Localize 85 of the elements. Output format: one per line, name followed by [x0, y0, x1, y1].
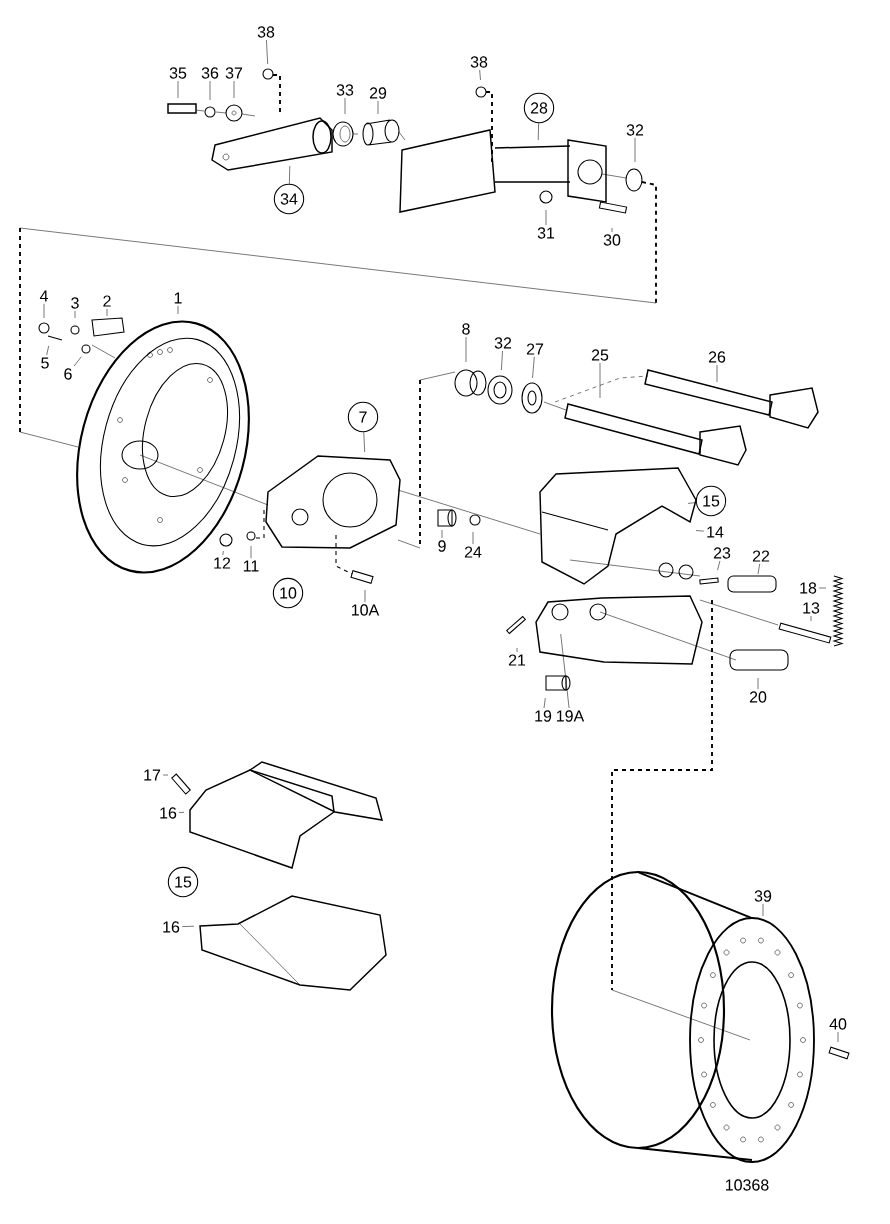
callout-number: 6 [64, 368, 72, 380]
leader-line [177, 80, 179, 99]
callout-number: 33 [336, 84, 354, 96]
leader-line [363, 431, 365, 453]
leader-line [543, 697, 546, 709]
leader-line [537, 122, 539, 141]
callout-number: 22 [752, 550, 770, 562]
callout-number: 4 [39, 290, 48, 302]
leader-line [818, 587, 827, 589]
callout-number: 38 [257, 26, 275, 38]
leader-line [178, 812, 185, 813]
callout-number: 21 [508, 654, 526, 666]
leader-line [599, 362, 601, 399]
leader-line [344, 97, 346, 115]
leader-line [516, 647, 518, 653]
callout-number: 23 [713, 547, 731, 559]
callout-number: 12 [214, 557, 231, 569]
callout-number: 19 [535, 710, 552, 722]
leader-line [73, 356, 82, 367]
callout-number: 11 [243, 560, 259, 572]
callout-number: 36 [201, 67, 219, 79]
callout-number: 2 [103, 295, 111, 307]
callout-number: 32 [626, 124, 644, 136]
leader-line [377, 100, 379, 115]
callout-number: 3 [71, 297, 79, 309]
callout-number: 38 [470, 56, 488, 68]
callout-number: 17 [144, 769, 161, 781]
callout-number: 25 [591, 349, 609, 361]
leader-line [479, 69, 481, 81]
callout-number: 39 [754, 890, 772, 902]
callout-number: 26 [708, 351, 726, 363]
leader-line [837, 1031, 839, 1043]
callout-number: 30 [603, 234, 621, 246]
leader-line [181, 925, 195, 927]
leader-line [106, 308, 108, 317]
leader-line [250, 545, 252, 559]
callout-number: 29 [369, 87, 387, 99]
leader-line [465, 336, 467, 363]
leader-line [289, 165, 291, 185]
callout-number: 27 [526, 343, 544, 355]
callout-number: 14 [707, 526, 724, 538]
leader-line [545, 209, 547, 226]
leader-line [266, 39, 268, 65]
leader-line [74, 310, 76, 319]
callout-number: 9 [438, 540, 446, 552]
leader-line [209, 80, 211, 101]
leader-line [46, 345, 49, 356]
callout-number: 24 [464, 546, 482, 558]
leader-line [233, 80, 235, 99]
callout-number: 32 [494, 337, 512, 349]
callout-number: 16 [160, 807, 177, 819]
leader-line [695, 530, 705, 532]
callout-number: 10A [352, 604, 380, 616]
callout-number: 18 [800, 582, 817, 594]
callout-number: 31 [537, 227, 555, 239]
leader-line [441, 529, 443, 539]
callout-number: 16 [163, 921, 180, 933]
leader-line [532, 356, 535, 379]
leader-line [757, 563, 760, 575]
leader-line [472, 531, 474, 545]
leader-line [757, 677, 759, 690]
callout-number: 1 [174, 292, 182, 304]
leader-line [634, 137, 636, 163]
leader-line [560, 633, 570, 709]
leader-line [222, 550, 224, 556]
leader-line [364, 589, 366, 603]
leader-line [716, 364, 718, 383]
leader-line [687, 502, 697, 504]
leader-line [177, 305, 179, 315]
leader-line [611, 227, 613, 233]
callout-number: 8 [462, 323, 470, 335]
leader-line [501, 350, 503, 371]
leader-line [762, 903, 764, 917]
callout-number: 35 [169, 67, 187, 79]
callout-number: 20 [749, 691, 767, 703]
drawing-number: 10368 [725, 1179, 769, 1191]
leader-line [43, 303, 45, 319]
leader-line [810, 615, 812, 622]
callout-number: 19A [557, 710, 585, 722]
callout-number: 37 [225, 67, 243, 79]
callout-number: 40 [829, 1018, 847, 1030]
leader-line [162, 774, 169, 776]
callout-number: 5 [41, 357, 49, 369]
callout-number: 13 [803, 602, 820, 614]
leader-line [717, 560, 721, 571]
